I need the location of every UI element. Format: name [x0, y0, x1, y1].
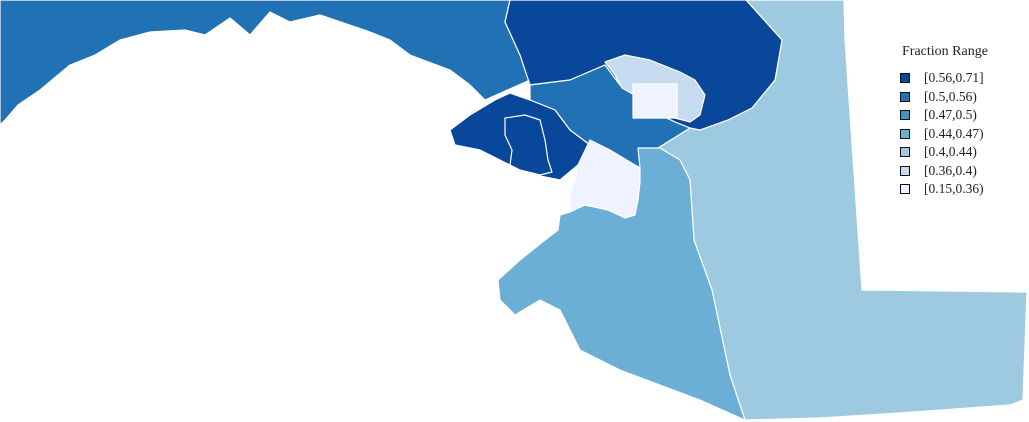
legend-label: [0.5,0.56) — [924, 88, 977, 104]
legend-swatch-icon — [900, 73, 910, 84]
legend-label: [0.56,0.71] — [924, 70, 984, 86]
legend-item: [0.5,0.56) — [892, 88, 988, 107]
legend-swatch-icon — [900, 128, 910, 139]
legend-swatch-icon — [900, 184, 910, 195]
legend-swatch-icon — [900, 91, 910, 102]
legend-items: [0.56,0.71] [0.5,0.56) [0.47,0.5) [0.44,… — [892, 69, 988, 199]
legend: Fraction Range [0.56,0.71] [0.5,0.56) [0… — [892, 44, 988, 199]
legend-label: [0.44,0.47) — [924, 125, 984, 141]
legend-item: [0.36,0.4) — [892, 162, 988, 181]
legend-label: [0.4,0.44) — [924, 144, 977, 160]
legend-item: [0.47,0.5) — [892, 106, 988, 125]
legend-swatch-icon — [900, 165, 910, 176]
legend-label: [0.15,0.36) — [924, 181, 984, 197]
legend-swatch-icon — [900, 147, 910, 158]
legend-item: [0.56,0.71] — [892, 69, 988, 88]
region-west[interactable] — [0, 0, 531, 126]
legend-swatch-icon — [900, 110, 910, 121]
legend-item: [0.15,0.36) — [892, 180, 988, 199]
legend-item: [0.44,0.47) — [892, 125, 988, 144]
legend-label: [0.36,0.4) — [924, 162, 977, 178]
legend-title: Fraction Range — [902, 44, 988, 59]
region-city-core[interactable] — [632, 83, 678, 119]
region-west-central-inner[interactable] — [504, 114, 553, 176]
legend-label: [0.47,0.5) — [924, 107, 977, 123]
region-south[interactable] — [497, 147, 746, 421]
legend-item: [0.4,0.44) — [892, 143, 988, 162]
